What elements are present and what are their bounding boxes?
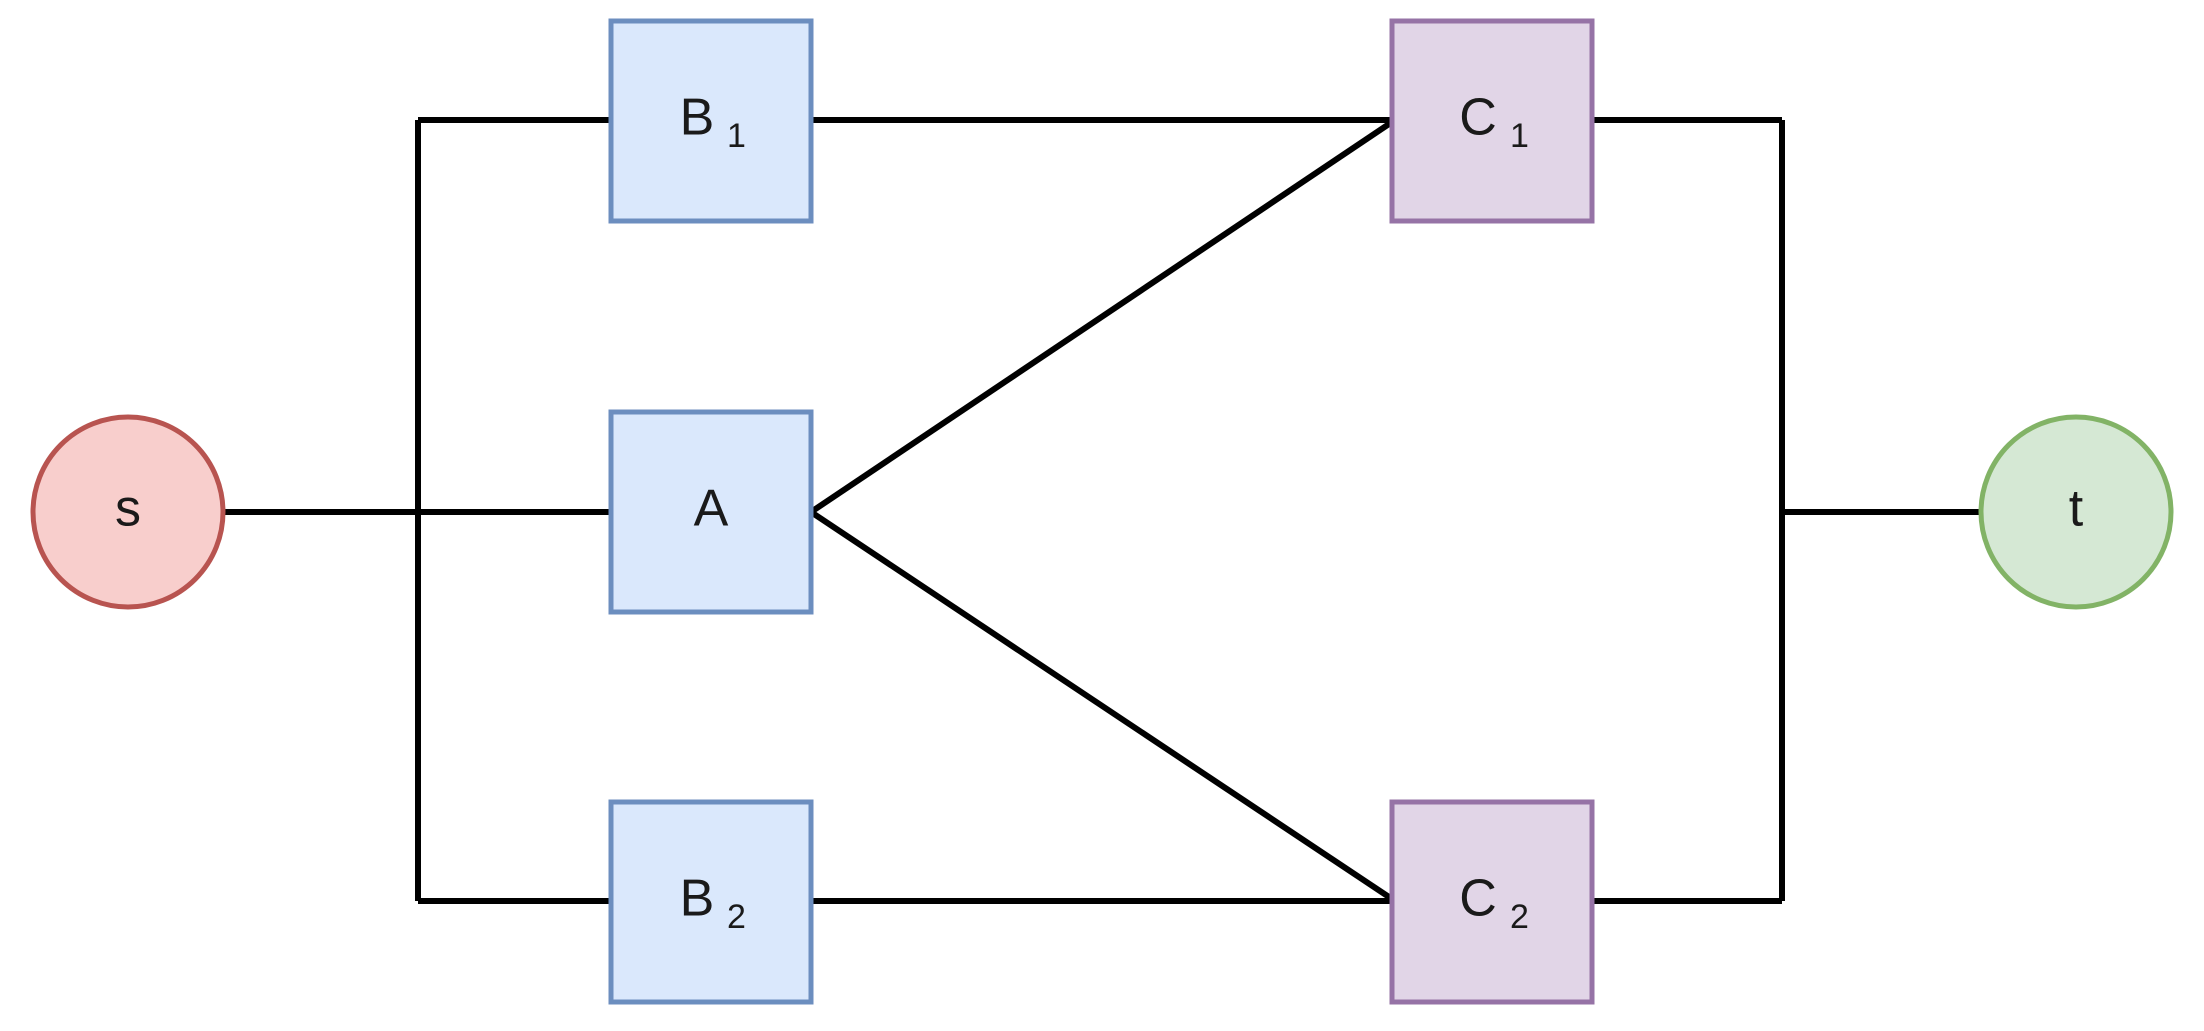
node-c2-shape[interactable] (1389, 799, 1595, 1005)
edge-a-to-c2 (809, 509, 1394, 902)
node-c1-subscript: 1 (1510, 117, 1529, 155)
node-a-label: A (694, 480, 729, 538)
node-c2[interactable]: C 2 (1389, 799, 1595, 1005)
node-c2-label: C (1459, 870, 1497, 928)
node-b1-label: B (680, 89, 715, 147)
node-s[interactable]: s (30, 414, 226, 610)
node-b2-subscript: 2 (727, 898, 746, 936)
node-c1[interactable]: C 1 (1389, 18, 1595, 224)
node-a-shape[interactable] (608, 409, 814, 615)
node-t-label: t (2069, 480, 2084, 538)
node-b1-subscript: 1 (727, 117, 746, 155)
node-b2-shape[interactable] (608, 799, 814, 1005)
node-c1-label: C (1459, 89, 1497, 147)
node-c2-subscript: 2 (1510, 898, 1529, 936)
node-s-label: s (115, 480, 141, 538)
node-c1-shape[interactable] (1389, 18, 1595, 224)
node-b2-label: B (680, 870, 715, 928)
node-t-shape[interactable] (1978, 414, 2174, 610)
edges-group (223, 117, 1981, 904)
node-a[interactable]: A (608, 409, 814, 615)
node-t[interactable]: t (1978, 414, 2174, 610)
node-b1[interactable]: B 1 (608, 18, 814, 224)
node-s-shape[interactable] (30, 414, 226, 610)
edge-a-to-c1 (809, 119, 1394, 515)
node-b2[interactable]: B 2 (608, 799, 814, 1005)
node-b1-shape[interactable] (608, 18, 814, 224)
